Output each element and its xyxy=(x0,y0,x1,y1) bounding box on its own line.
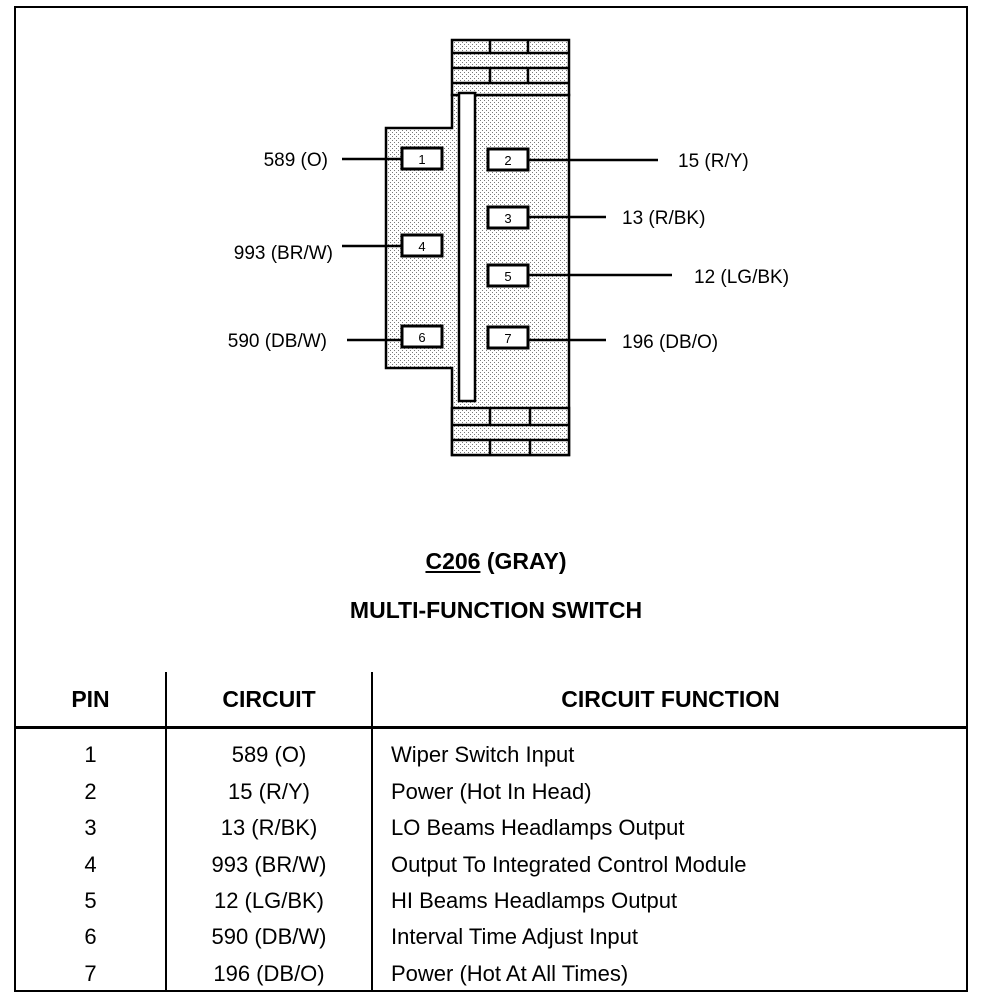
wires xyxy=(342,157,672,342)
table-row: 5 12 (LG/BK)HI Beams Headlamps Output xyxy=(16,882,968,920)
terminal-1: 1 xyxy=(400,146,444,171)
pin-number: 5 xyxy=(504,269,511,284)
cell-pin: 6 xyxy=(84,924,97,950)
pin-number: 6 xyxy=(418,330,425,345)
connector-title: C206 (GRAY) xyxy=(0,548,992,575)
pin-number: 2 xyxy=(504,153,511,168)
center-rail xyxy=(457,91,477,403)
bottom-latch xyxy=(450,406,571,457)
connector-color: (GRAY) xyxy=(486,548,567,574)
wire-label-pin-6: 590 (DB/W) xyxy=(228,331,327,352)
terminal-7: 7 xyxy=(486,325,530,350)
pin-number: 3 xyxy=(504,211,511,226)
pin-number: 4 xyxy=(418,239,425,254)
connector-diagram: 1 2 3 4 5 6 7 589 (O) 15 (R/Y) 13 (R/BK)… xyxy=(228,38,789,457)
table-row: 1 589 (O)Wiper Switch Input xyxy=(16,727,968,774)
cell-pin: 1 xyxy=(84,742,97,768)
cell-function: LO Beams Headlamps Output xyxy=(371,810,968,847)
table-row: 6 590 (DB/W)Interval Time Adjust Input xyxy=(16,919,968,956)
connector-body xyxy=(384,93,571,457)
cell-pin: 3 xyxy=(84,815,97,841)
header-pin: PIN xyxy=(16,672,166,729)
pin-number: 7 xyxy=(504,331,511,346)
cell-circuit: 993 (BR/W) xyxy=(165,846,372,883)
pin-table: PIN CIRCUIT CIRCUIT FUNCTION 1 589 (O)Wip… xyxy=(16,672,968,992)
terminal-6: 6 xyxy=(400,324,444,349)
cell-pin: 7 xyxy=(84,960,97,986)
table-row: 3 13 (R/BK)LO Beams Headlamps Output xyxy=(16,810,968,847)
terminal-3: 3 xyxy=(486,205,530,230)
wire-label-pin-3: 13 (R/BK) xyxy=(622,208,705,229)
pin-number: 1 xyxy=(418,152,425,167)
cell-function: Power (Hot At All Times) xyxy=(371,955,968,992)
wire-label-pin-1: 589 (O) xyxy=(264,150,328,171)
wire-label-pin-5: 12 (LG/BK) xyxy=(694,267,789,288)
terminal-2: 2 xyxy=(486,147,530,172)
cell-circuit: 196 (DB/O) xyxy=(165,955,372,992)
cell-circuit: 13 (R/BK) xyxy=(165,810,372,847)
header-circuit: CIRCUIT xyxy=(165,672,372,729)
cell-function: Power (Hot In Head) xyxy=(371,773,968,811)
cell-pin: 2 xyxy=(84,779,97,805)
component-name: MULTI-FUNCTION SWITCH xyxy=(349,597,643,623)
cell-circuit: 12 (LG/BK) xyxy=(165,882,372,920)
cell-circuit: 15 (R/Y) xyxy=(165,773,372,811)
cell-pin: 5 xyxy=(84,888,97,914)
table-row: 2 15 (R/Y)Power (Hot In Head) xyxy=(16,773,968,811)
connector-id: C206 xyxy=(425,548,481,574)
cell-circuit: 589 (O) xyxy=(165,727,372,774)
cell-function: Output To Integrated Control Module xyxy=(371,846,968,883)
cell-pin: 4 xyxy=(84,851,97,877)
header-function: CIRCUIT FUNCTION xyxy=(371,672,968,729)
cell-circuit: 590 (DB/W) xyxy=(165,919,372,956)
cell-function: Wiper Switch Input xyxy=(371,727,968,774)
terminal-4: 4 xyxy=(400,233,444,258)
terminal-5: 5 xyxy=(486,263,530,288)
table-row: 4 993 (BR/W)Output To Integrated Control … xyxy=(16,846,968,883)
cell-function: HI Beams Headlamps Output xyxy=(371,882,968,920)
table-row: 7 196 (DB/O)Power (Hot At All Times) xyxy=(16,955,968,992)
wire-label-pin-7: 196 (DB/O) xyxy=(622,332,718,353)
wire-label-pin-4: 993 (BR/W) xyxy=(234,243,333,264)
wire-label-pin-2: 15 (R/Y) xyxy=(678,151,749,172)
cell-function: Interval Time Adjust Input xyxy=(371,919,968,956)
top-latch xyxy=(450,38,571,97)
table-header-row: PIN CIRCUIT CIRCUIT FUNCTION xyxy=(16,672,968,729)
